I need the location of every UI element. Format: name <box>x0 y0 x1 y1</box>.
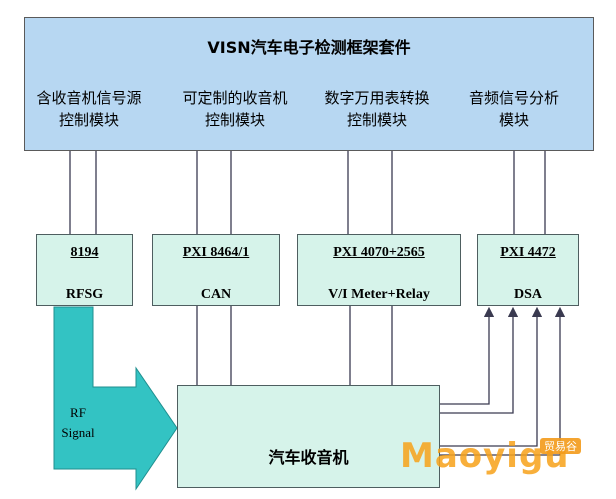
device-pxi4070: PXI 4070+2565 V/I Meter+Relay <box>297 234 461 306</box>
module-radio-source-line2: 控制模块 <box>58 111 119 129</box>
framework-suite-box <box>24 17 594 151</box>
audio-link-4 <box>440 306 566 456</box>
watermark-badge: 贸易谷 <box>540 438 581 454</box>
car-radio-box <box>177 385 440 488</box>
device-pxi4472-code: PXI 4472 <box>500 245 556 260</box>
module-audio-analysis: 音频信号分析 模块 <box>444 87 584 131</box>
audio-link-1 <box>440 306 495 405</box>
audio-link-2 <box>440 306 519 414</box>
device-pxi8464: PXI 8464/1 CAN <box>152 234 280 306</box>
module-radio-source-line1: 含收音机信号源 <box>36 89 142 107</box>
module-radio-control-line2: 控制模块 <box>204 111 265 129</box>
suite-title: VISN汽车电子检测框架套件 <box>207 38 411 57</box>
module-radio-control: 可定制的收音机 控制模块 <box>165 87 305 131</box>
module-radio-source: 含收音机信号源 控制模块 <box>19 87 159 131</box>
module-audio-analysis-line2: 模块 <box>498 111 529 129</box>
rf-signal-label: RF Signal <box>52 403 104 443</box>
device-pxi4472: PXI 4472 DSA <box>477 234 579 306</box>
device-pxi4070-name: V/I Meter+Relay <box>328 287 430 302</box>
rf-signal-arrow <box>53 306 178 491</box>
module-dmm-switch-line1: 数字万用表转换 <box>324 89 430 107</box>
module-dmm-switch-line2: 控制模块 <box>346 111 407 129</box>
audio-link-3 <box>440 306 543 447</box>
car-radio-label: 汽车收音机 <box>268 448 349 467</box>
module-radio-control-line1: 可定制的收音机 <box>182 89 288 107</box>
device-pxi4472-name: DSA <box>513 287 542 302</box>
device-pxi8464-code: PXI 8464/1 <box>182 245 250 260</box>
rf-signal-line1: RF <box>70 405 86 420</box>
module-audio-analysis-line1: 音频信号分析 <box>468 89 559 107</box>
device-8194: 8194 RFSG <box>36 234 133 306</box>
rf-signal-line2: Signal <box>61 425 95 440</box>
device-8194-name: RFSG <box>65 287 104 302</box>
device-pxi8464-name: CAN <box>200 287 232 302</box>
device-8194-code: 8194 <box>70 245 99 260</box>
module-dmm-switch: 数字万用表转换 控制模块 <box>307 87 447 131</box>
device-pxi4070-code: PXI 4070+2565 <box>333 245 425 260</box>
